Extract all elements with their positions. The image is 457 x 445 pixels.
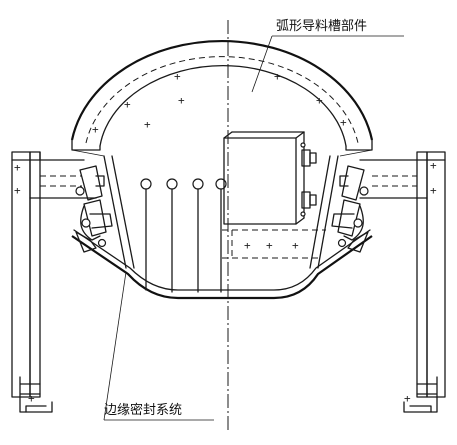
arc-chute-cover <box>70 39 374 157</box>
svg-text:+: + <box>144 118 151 131</box>
svg-text:+: + <box>244 239 251 252</box>
svg-text:+: + <box>404 392 411 405</box>
edge-seal-label: 边缘密封系统 <box>104 402 182 418</box>
arc-chute-label: 弧形导料槽部件 <box>276 19 367 34</box>
svg-text:+: + <box>340 116 347 129</box>
svg-text:+: + <box>266 239 273 252</box>
right-edge-seal <box>331 165 369 253</box>
conveyor-belt-trough <box>71 229 373 300</box>
arc-chute-label-group: 弧形导料槽部件 <box>251 19 404 93</box>
svg-text:+: + <box>28 392 35 405</box>
svg-text:+: + <box>174 70 181 83</box>
svg-text:+: + <box>92 123 99 136</box>
svg-text:+: + <box>178 94 185 107</box>
cover-hatch-marks: + + + + + + + + <box>92 70 347 136</box>
svg-text:+: + <box>14 161 21 174</box>
svg-text:+: + <box>316 94 323 107</box>
svg-text:+: + <box>430 184 437 197</box>
svg-text:+: + <box>430 159 437 172</box>
svg-text:+: + <box>292 239 299 252</box>
right-support-frame: + + + <box>359 151 446 413</box>
suspension-rods <box>140 178 227 293</box>
chute-inner-walls <box>103 155 339 269</box>
edge-seal-label-group: 边缘密封系统 <box>103 271 214 421</box>
svg-text:+: + <box>274 70 281 83</box>
right-lower-plate: + + + <box>222 229 326 259</box>
left-support-frame: + + + <box>11 151 97 413</box>
svg-text:+: + <box>14 184 21 197</box>
svg-text:+: + <box>124 98 131 111</box>
left-edge-seal <box>75 165 113 253</box>
inspection-door-box <box>223 131 317 225</box>
